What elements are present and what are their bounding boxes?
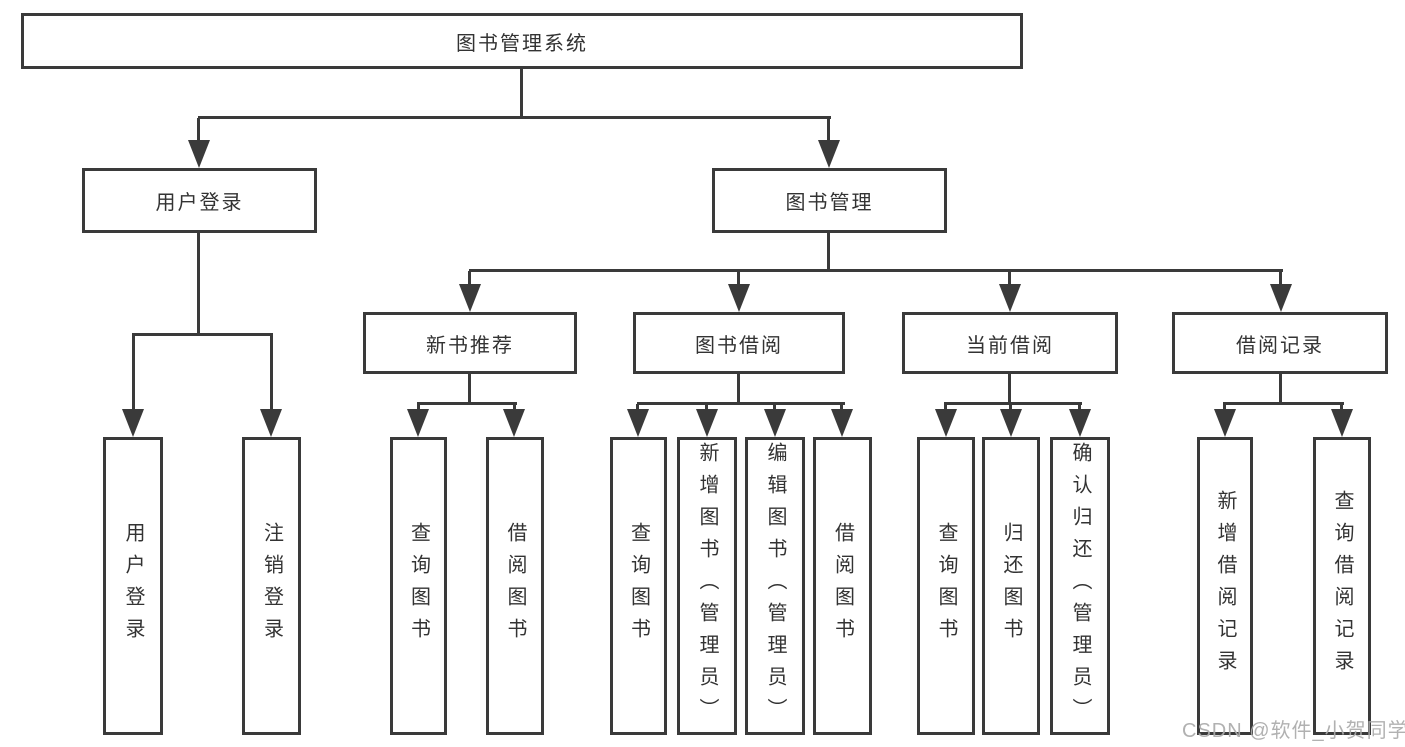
connector-book-management-stem (827, 233, 830, 271)
arrow-down-icon (1069, 409, 1091, 437)
leaf-label: 查询借阅记录 (1331, 490, 1353, 682)
leaf-label: 借阅图书 (831, 522, 854, 650)
leaf-borrow-books-borrowing: 借阅图书 (813, 437, 872, 735)
connector-leaf-stem (705, 404, 708, 412)
arrow-down-icon (459, 284, 481, 312)
leaf-label: 新增图书（管理员） (696, 442, 718, 730)
connector-user-login-stem (197, 233, 200, 335)
leaf-query-borrow-record: 查询借阅记录 (1313, 437, 1371, 735)
connector-new-book-branch (417, 402, 517, 405)
arrow-down-icon (260, 409, 282, 437)
connector-book-management-branch (469, 269, 1283, 272)
arrow-down-icon (831, 409, 853, 437)
connector-to-user-login (197, 118, 200, 143)
connector-root-branch (198, 116, 831, 119)
connector-to-current-borrowing (1008, 271, 1011, 286)
connector-to-leaf-user-login (132, 335, 135, 411)
leaf-label: 新增借阅记录 (1214, 490, 1236, 682)
node-book-borrowing: 图书借阅 (633, 312, 845, 374)
arrow-down-icon (1214, 409, 1236, 437)
arrow-down-icon (818, 140, 840, 168)
leaf-borrow-books-newbook: 借阅图书 (486, 437, 544, 735)
arrow-down-icon (122, 409, 144, 437)
leaf-confirm-return-admin: 确认归还（管理员） (1050, 437, 1110, 735)
leaf-edit-book-admin: 编辑图书（管理员） (745, 437, 805, 735)
leaf-query-books-newbook: 查询图书 (390, 437, 447, 735)
leaf-label: 借阅图书 (504, 522, 526, 650)
arrow-down-icon (999, 284, 1021, 312)
arrow-down-icon (188, 140, 210, 168)
leaf-query-books-borrowing: 查询图书 (610, 437, 667, 735)
leaf-label: 查询图书 (407, 522, 430, 650)
connector-root-stem (520, 69, 523, 118)
leaf-label: 编辑图书（管理员） (764, 442, 786, 730)
connector-borrowing-records-branch (1223, 402, 1344, 405)
connector-book-borrowing-branch (637, 402, 845, 405)
connector-borrowing-records-stem (1279, 374, 1282, 405)
node-borrowing-records: 借阅记录 (1172, 312, 1388, 374)
connector-to-book-borrowing (737, 271, 740, 286)
connector-to-book-management (827, 118, 830, 143)
node-library-management-system: 图书管理系统 (21, 13, 1023, 69)
leaf-label: 查询图书 (627, 522, 650, 650)
arrow-down-icon (503, 409, 525, 437)
arrow-down-icon (696, 409, 718, 437)
arrow-down-icon (764, 409, 786, 437)
node-new-book-recommend: 新书推荐 (363, 312, 577, 374)
connector-leaf-stem (840, 404, 843, 412)
node-book-management: 图书管理 (712, 168, 947, 233)
arrow-down-icon (407, 409, 429, 437)
arrow-down-icon (935, 409, 957, 437)
leaf-return-books: 归还图书 (982, 437, 1040, 735)
connector-leaf-stem (513, 404, 516, 412)
leaf-label: 查询图书 (935, 522, 957, 650)
connector-to-leaf-logout (270, 335, 273, 411)
leaf-logout-login: 注销登录 (242, 437, 301, 735)
connector-leaf-stem (1009, 404, 1012, 412)
connector-user-login-branch (132, 333, 273, 336)
leaf-label: 注销登录 (260, 522, 283, 650)
leaf-label: 用户登录 (122, 522, 144, 650)
arrow-down-icon (627, 409, 649, 437)
leaf-query-books-current: 查询图书 (917, 437, 975, 735)
node-current-borrowing: 当前借阅 (902, 312, 1118, 374)
connector-leaf-stem (417, 404, 420, 412)
leaf-label: 归还图书 (1000, 522, 1022, 650)
arrow-down-icon (1331, 409, 1353, 437)
connector-leaf-stem (944, 404, 947, 412)
connector-leaf-stem (1340, 404, 1343, 412)
connector-book-borrowing-stem (737, 374, 740, 404)
connector-leaf-stem (1223, 404, 1226, 412)
leaf-user-login: 用户登录 (103, 437, 163, 735)
arrow-down-icon (728, 284, 750, 312)
connector-current-borrowing-branch (944, 402, 1082, 405)
arrow-down-icon (1000, 409, 1022, 437)
leaf-add-book-admin: 新增图书（管理员） (677, 437, 737, 735)
connector-new-book-stem (468, 374, 471, 405)
watermark: CSDN @软件_小贺同学 (1182, 720, 1405, 742)
node-user-login: 用户登录 (82, 168, 317, 233)
connector-current-borrowing-stem (1008, 374, 1011, 404)
leaf-add-borrow-record: 新增借阅记录 (1197, 437, 1253, 735)
leaf-label: 确认归还（管理员） (1069, 442, 1091, 730)
connector-to-new-book (468, 271, 471, 286)
arrow-down-icon (1270, 284, 1292, 312)
connector-leaf-stem (1078, 404, 1081, 412)
connector-leaf-stem (636, 404, 639, 412)
connector-to-borrowing-records (1279, 271, 1282, 286)
connector-leaf-stem (773, 404, 776, 412)
